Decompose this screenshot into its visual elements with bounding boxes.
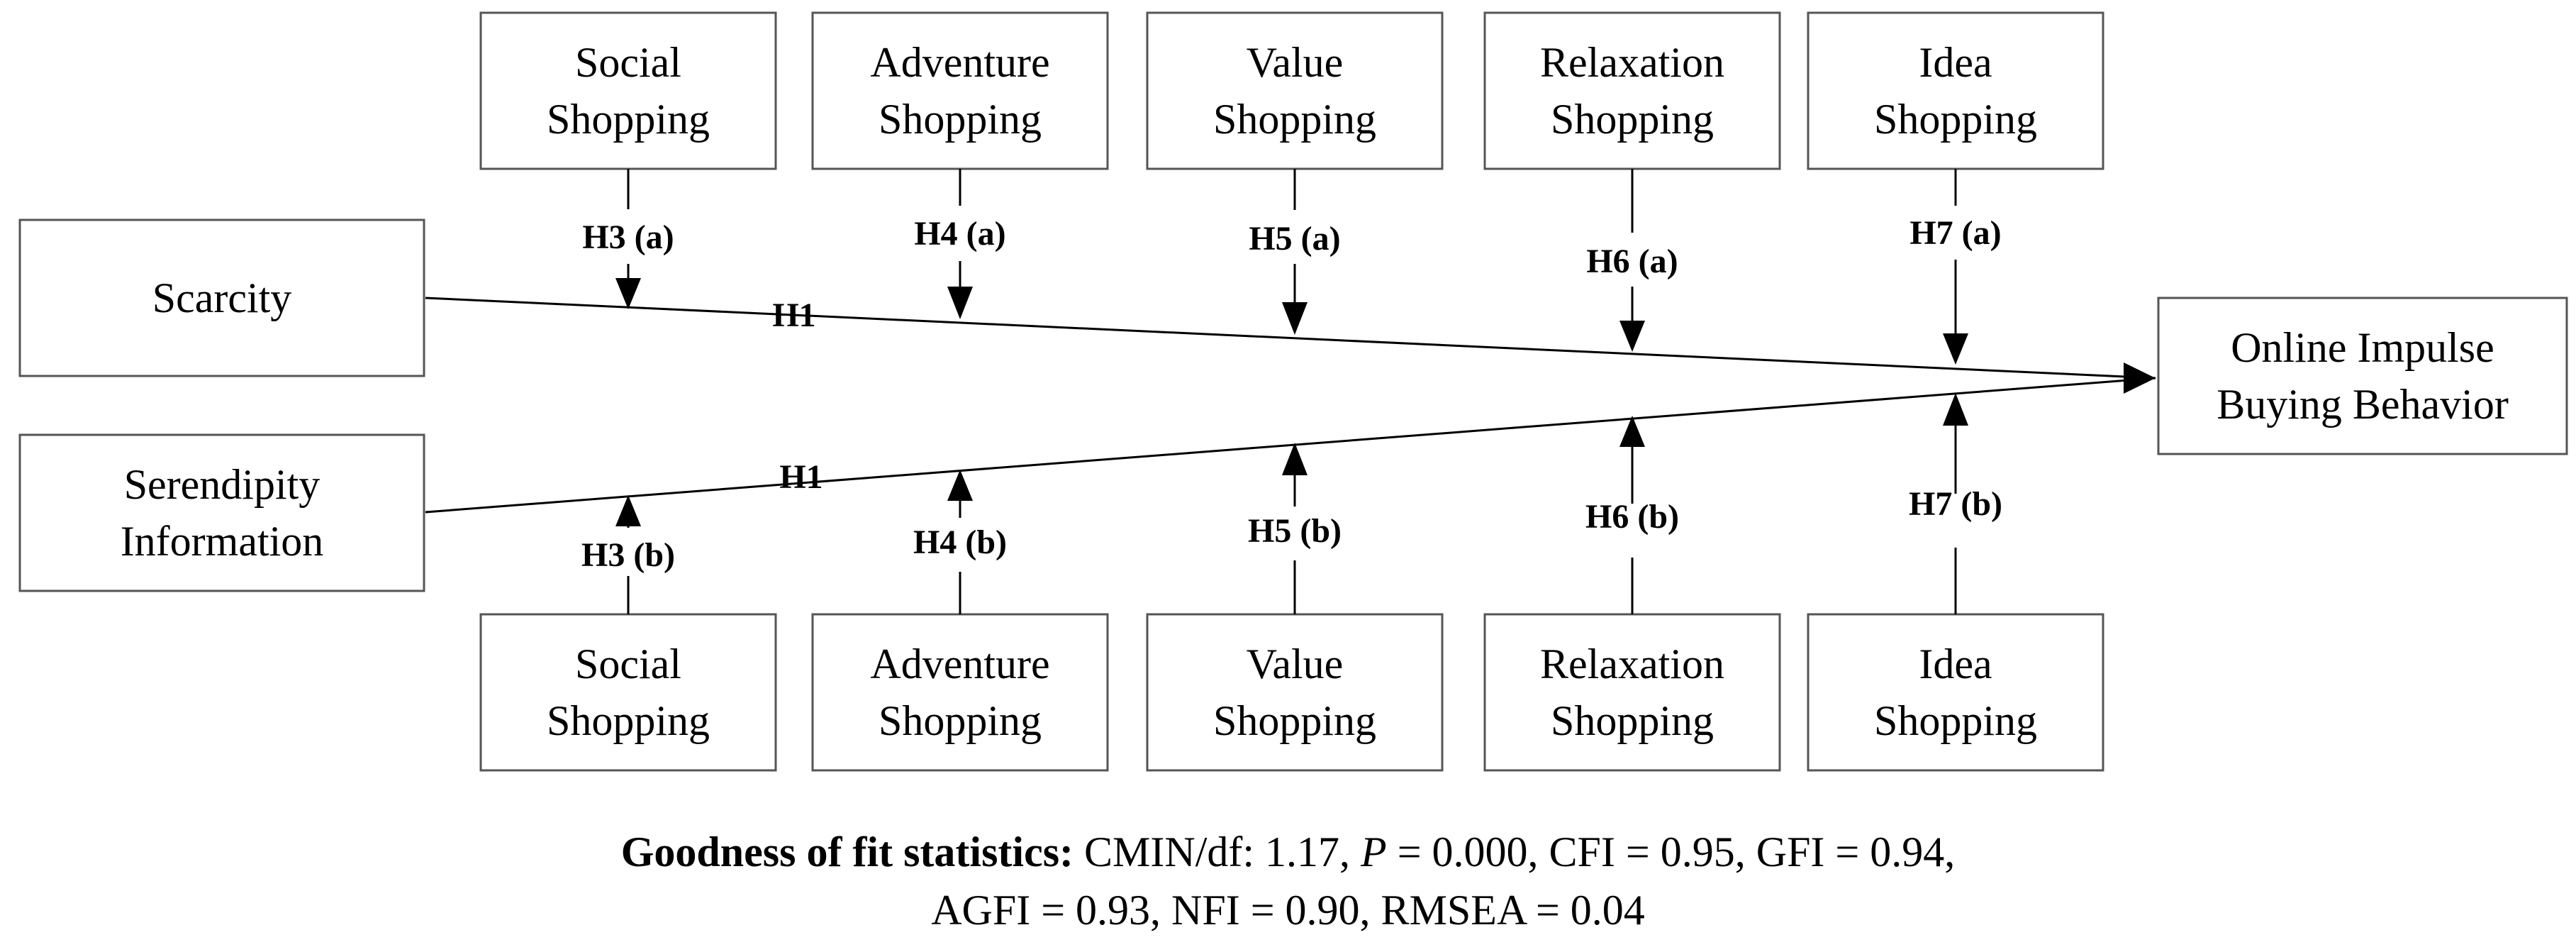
bottom-relaxation-line1: Relaxation — [1540, 641, 1724, 687]
h5a-arrowhead — [1282, 302, 1307, 335]
bottom-idea-line2: Shopping — [1874, 697, 2037, 744]
serendipity-information-box: Serendipity Information — [18, 433, 425, 592]
top-value-shopping-box: Value Shopping — [1146, 11, 1444, 170]
fit-heading: Goodness of fit statistics: — [620, 829, 1074, 875]
h7a-label: H7 (a) — [1909, 214, 2001, 252]
top-adventure-line2: Shopping — [879, 96, 1042, 143]
top-idea-shopping-box: Idea Shopping — [1807, 11, 2104, 170]
bottom-adventure-shopping-box: Adventure Shopping — [811, 613, 1109, 772]
h4b-label: H4 (b) — [913, 524, 1007, 561]
bottom-relaxation-shopping-box: Relaxation Shopping — [1483, 613, 1781, 772]
fit-line1-rest: = 0.000, CFI = 0.95, GFI = 0.94, — [1386, 829, 1956, 875]
h4b-arrowhead — [947, 470, 973, 501]
top-relaxation-shopping-box: Relaxation Shopping — [1483, 11, 1781, 170]
bottom-value-line2: Shopping — [1213, 697, 1376, 744]
fit-line-2: AGFI = 0.93, NFI = 0.90, RMSEA = 0.04 — [931, 887, 1645, 934]
outcome-label-line1: Online Impulse — [2231, 324, 2494, 371]
fit-cmin: CMIN/df: 1.17, — [1074, 829, 1361, 875]
serendipity-path-line — [425, 377, 2156, 514]
bottom-moderators: Social Shopping H3 (b) Adventure Shoppin… — [479, 393, 2104, 772]
h3a-label: H3 (a) — [582, 218, 674, 256]
scarcity-path-label: H1 — [772, 297, 815, 334]
bottom-adventure-line2: Shopping — [879, 697, 1042, 744]
bottom-relaxation-line2: Shopping — [1551, 697, 1714, 744]
h6a-arrowhead — [1619, 321, 1645, 352]
scarcity-label: Scarcity — [152, 275, 292, 321]
online-impulse-buying-box: Online Impulse Buying Behavior — [2157, 297, 2568, 455]
fit-line-1: Goodness of fit statistics: CMIN/df: 1.1… — [0, 823, 2576, 881]
serendipity-label-line2: Information — [121, 518, 324, 565]
top-adventure-shopping-box: Adventure Shopping — [811, 11, 1109, 170]
h7b-label: H7 (b) — [1909, 485, 2002, 523]
bottom-value-line1: Value — [1247, 641, 1344, 687]
h3a-arrowhead — [615, 278, 641, 309]
bottom-idea-shopping-box: Idea Shopping — [1807, 613, 2104, 772]
top-social-line1: Social — [575, 39, 681, 86]
bottom-social-shopping-box: Social Shopping — [479, 613, 777, 772]
top-value-line2: Shopping — [1213, 96, 1376, 143]
outcome-label-line2: Buying Behavior — [2217, 381, 2509, 428]
h5a-label: H5 (a) — [1249, 220, 1340, 257]
goodness-of-fit-caption: Goodness of fit statistics: CMIN/df: 1.1… — [0, 823, 2576, 939]
h6b-arrowhead — [1619, 416, 1645, 447]
top-relaxation-line1: Relaxation — [1540, 39, 1724, 86]
bottom-social-line2: Shopping — [547, 697, 710, 744]
h4a-label: H4 (a) — [914, 215, 1005, 253]
h7b-arrowhead — [1943, 393, 1968, 426]
serendipity-label-line1: Serendipity — [124, 461, 320, 508]
h6a-label: H6 (a) — [1586, 243, 1678, 280]
h3b-label: H3 (b) — [581, 536, 675, 574]
top-idea-line1: Idea — [1919, 39, 1992, 86]
h4a-arrowhead — [947, 287, 973, 319]
fit-p-symbol: P — [1361, 829, 1387, 875]
bottom-adventure-line1: Adventure — [870, 641, 1049, 687]
top-moderators: Social Shopping H3 (a) Adventure Shoppin… — [479, 11, 2104, 365]
serendipity-path-label: H1 — [779, 458, 823, 496]
top-social-line2: Shopping — [547, 96, 710, 143]
top-value-line1: Value — [1247, 39, 1344, 86]
h5b-label: H5 (b) — [1248, 512, 1342, 550]
h3b-arrowhead — [615, 495, 641, 526]
bottom-value-shopping-box: Value Shopping — [1146, 613, 1444, 772]
top-relaxation-line2: Shopping — [1551, 96, 1714, 143]
top-adventure-line1: Adventure — [870, 39, 1049, 86]
bottom-social-line1: Social — [575, 641, 681, 687]
outcome-arrowhead — [2124, 362, 2156, 394]
h5b-arrowhead — [1282, 443, 1307, 475]
scarcity-path-line — [425, 297, 2156, 380]
research-model-diagram: H1 H1 Scarcity Serendipity Information O… — [18, 11, 2568, 772]
h7a-arrowhead — [1943, 333, 1968, 365]
top-social-shopping-box: Social Shopping — [479, 11, 777, 170]
scarcity-box: Scarcity — [18, 218, 425, 377]
top-idea-line2: Shopping — [1874, 96, 2037, 143]
h6b-label: H6 (b) — [1585, 498, 1679, 536]
bottom-idea-line1: Idea — [1919, 641, 1992, 687]
